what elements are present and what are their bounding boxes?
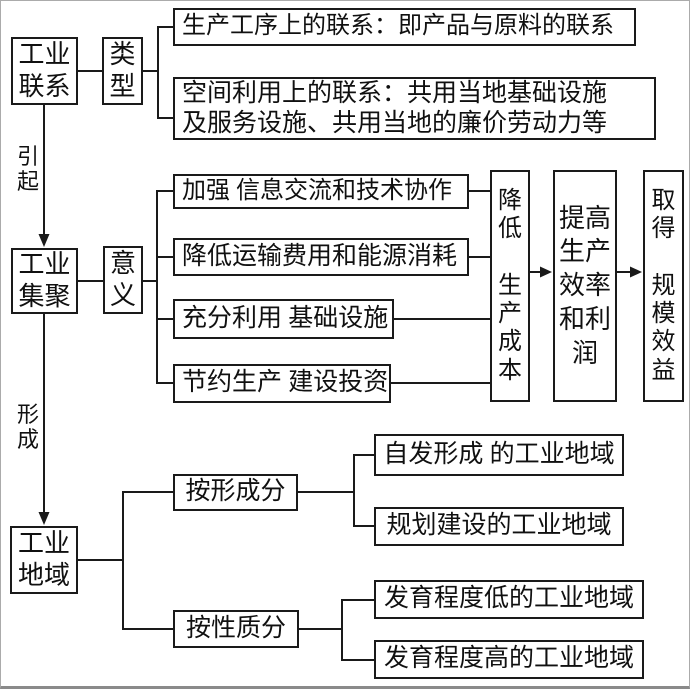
connector-formation-bracket xyxy=(297,454,375,527)
connector-type-bracket xyxy=(142,26,174,119)
arrow-form-down xyxy=(38,313,50,525)
benefit-transport-box: 降低运输费用和能源消耗 xyxy=(173,238,469,276)
low-developed-region-box: 发育程度低的工业地域 xyxy=(374,580,644,619)
scale-benefit-box: 取 得 规 模 效 益 xyxy=(643,170,684,402)
type-box: 类 型 xyxy=(102,37,143,105)
spontaneous-region-box: 自发形成 的工业地域 xyxy=(374,434,624,476)
spatial-link-box: 空间利用上的联系：共用当地基础设施 及服务设施、共用当地的廉价劳动力等 xyxy=(173,77,656,140)
industry-link-box: 工业 联系 xyxy=(11,37,78,105)
form-label: 形 成 xyxy=(16,402,39,452)
arrow-cause-down xyxy=(38,104,50,247)
process-link-box: 生产工序上的联系：即产品与原料的联系 xyxy=(173,8,636,46)
lower-cost-box: 降 低 生 产 成 本 xyxy=(490,170,530,402)
cause-label: 引 起 xyxy=(16,144,39,194)
industrial-region-box: 工业 地域 xyxy=(10,526,78,594)
benefit-infra-box: 充分利用 基础设施 xyxy=(173,299,394,339)
arrow-efficiency-to-scale xyxy=(616,266,642,278)
raise-efficiency-box: 提高 生产 效率 和利 润 xyxy=(553,170,617,402)
high-developed-region-box: 发育程度高的工业地域 xyxy=(374,640,644,679)
planned-region-box: 规划建设的工业地域 xyxy=(374,507,624,546)
by-nature-box: 按性质分 xyxy=(173,610,299,648)
connector-significance-bracket xyxy=(142,190,174,384)
benefit-info-box: 加强 信息交流和技术协作 xyxy=(173,174,469,209)
connector-benefits-to-lower-cost xyxy=(390,190,491,384)
connector-nature-bracket xyxy=(298,599,375,661)
benefit-invest-box: 节约生产 建设投资 xyxy=(173,364,391,403)
by-formation-box: 按形成分 xyxy=(173,474,298,511)
agglomeration-box: 工业 集聚 xyxy=(11,248,78,314)
connector-region-split xyxy=(77,491,174,630)
significance-box: 意 义 xyxy=(103,246,143,314)
arrow-lower-cost-to-efficiency xyxy=(529,266,552,278)
